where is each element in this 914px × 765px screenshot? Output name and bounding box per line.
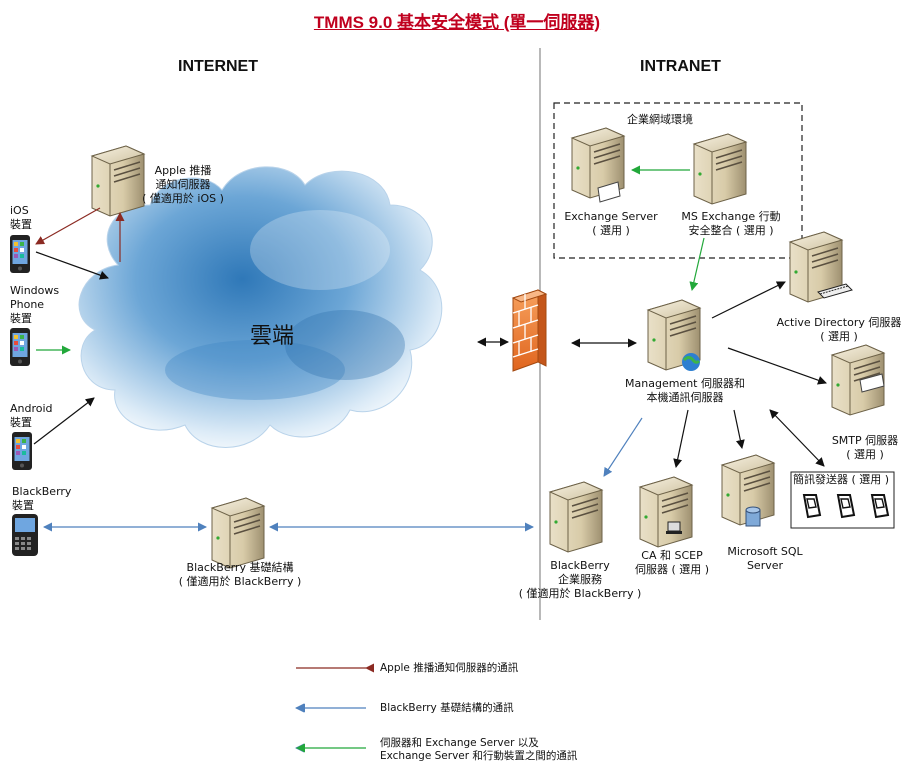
windows-phone-device-label: Windows Phone 裝置 [10,284,60,325]
exchange-doc-icon [597,181,621,203]
ios-device-label: iOS 裝置 [10,204,32,231]
android-phone-icon [12,432,32,470]
management-server-label: Management 伺服器和 本機通訊伺服器 [625,377,745,404]
globe-icon [682,353,701,371]
legend-exchange-label: 伺服器和 Exchange Server 以及 Exchange Server … [380,737,578,762]
ca-scep-server-icon [639,476,693,548]
android-device-label: Android 裝置 [10,402,53,429]
internet-label: INTERNET [178,58,258,75]
database-icon [745,506,761,527]
legend-blackberry-label: BlackBerry 基礎結構的通訊 [380,702,514,714]
mobile-phone-icon [871,494,889,518]
mobile-phone-icon [803,494,821,518]
legend-apple-label: Apple 推播通知伺服器的通訊 [380,662,519,674]
exchange-server-label: Exchange Server ( 選用 ) [564,210,658,237]
sms-sender-box [790,471,895,529]
ca-scep-label: CA 和 SCEP 伺服器 ( 選用 ) [634,549,710,576]
mobile-phone-icon [837,494,855,518]
cloud-label: 雲端 [250,324,295,349]
bb-enterprise-server-icon [549,481,603,553]
blackberry-phone-icon [12,514,38,556]
intranet-label: INTRANET [640,58,721,75]
ms-exchange-server-icon [693,133,747,205]
bb-infra-label: BlackBerry 基礎結構 ( 僅適用於 BlackBerry ) [178,561,302,588]
active-directory-label: Active Directory 伺服器 ( 選用 ) [776,316,902,343]
legend-green-arrowhead [296,743,305,753]
ios-phone-icon [10,235,30,273]
arrow-icon [33,165,827,753]
sql-server-label: Microsoft SQL Server [727,545,803,572]
ms-exchange-label: MS Exchange 行動 安全整合 ( 選用 ) [681,210,781,237]
ad-drive-icon [817,283,853,299]
enterprise-domain-box [553,102,803,259]
blackberry-device-label: BlackBerry 裝置 [12,485,72,512]
cloud-icon [78,166,443,448]
page-title: TMMS 9.0 基本安全模式 (單一伺服器) [313,13,601,32]
bb-enterprise-label: BlackBerry 企業服務 ( 僅適用於 BlackBerry ) [518,559,642,600]
windows-phone-icon [10,328,30,366]
sms-sender-label: 簡訊發送器 ( 選用 ) [793,473,890,486]
legend-blue-arrowhead [296,703,305,713]
bb-infra-server-icon [211,497,265,569]
computer-icon [666,521,682,534]
apple-push-server-label: Apple 推播 通知伺服器 ( 僅適用於 iOS ) [142,164,224,205]
enterprise-domain-label: 企業網域環境 [627,113,693,126]
mail-icon [859,373,885,393]
firewall-icon [511,289,548,372]
smtp-server-label: SMTP 伺服器 ( 選用 ) [831,434,899,461]
